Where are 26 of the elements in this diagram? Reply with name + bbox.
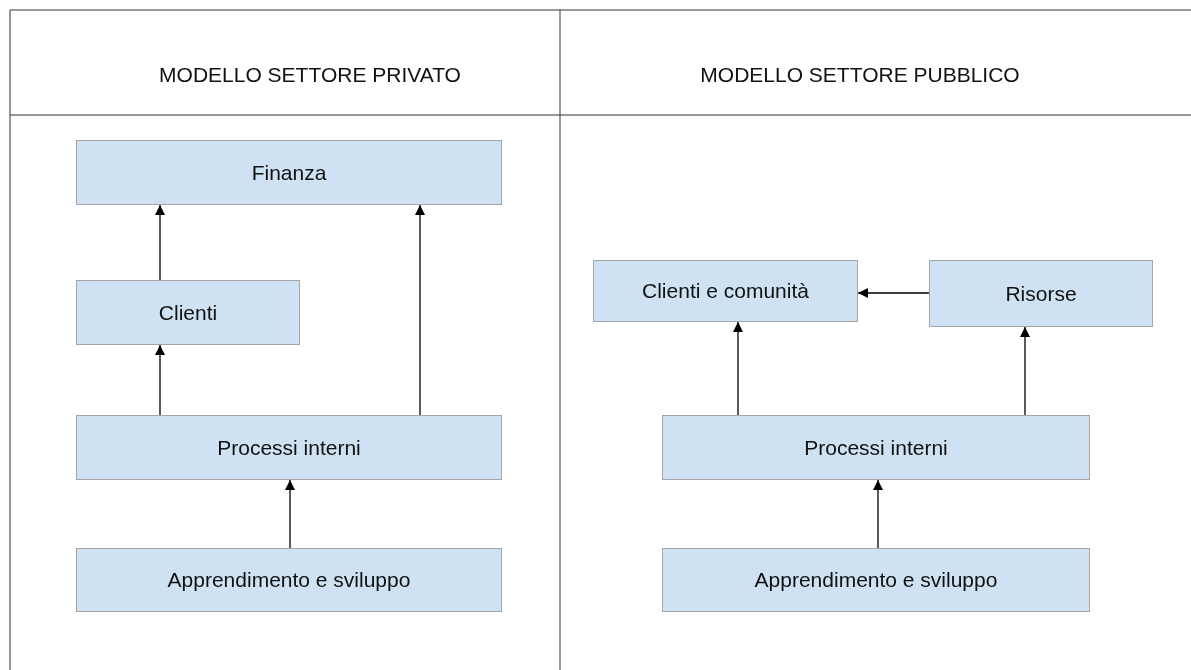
process-box: [76, 280, 300, 345]
column-header: MODELLO SETTORE PRIVATO: [159, 63, 461, 87]
arrow: [415, 204, 425, 416]
process-box: [662, 415, 1090, 480]
process-box: [593, 260, 858, 322]
arrow: [155, 204, 165, 281]
box-label: Apprendimento e sviluppo: [167, 568, 411, 592]
box-label: Processi interni: [804, 435, 948, 460]
arrow: [1020, 326, 1030, 416]
arrow: [285, 479, 295, 549]
box-label: Clienti: [158, 300, 218, 325]
arrow: [733, 321, 743, 416]
arrow: [155, 344, 165, 416]
process-box: [76, 415, 502, 480]
box-label: Apprendimento e sviluppo: [754, 568, 998, 592]
column-header: MODELLO SETTORE PUBBLICO: [700, 63, 1020, 87]
process-box: [929, 260, 1153, 327]
process-box: [76, 548, 502, 612]
box-label: Clienti e comunità: [642, 279, 809, 303]
process-box: [76, 140, 502, 205]
arrow: [857, 288, 930, 298]
arrow: [873, 479, 883, 549]
box-label: Risorse: [1005, 281, 1077, 306]
box-label: Finanza: [251, 160, 327, 185]
box-label: Processi interni: [217, 435, 361, 460]
process-box: [662, 548, 1090, 612]
